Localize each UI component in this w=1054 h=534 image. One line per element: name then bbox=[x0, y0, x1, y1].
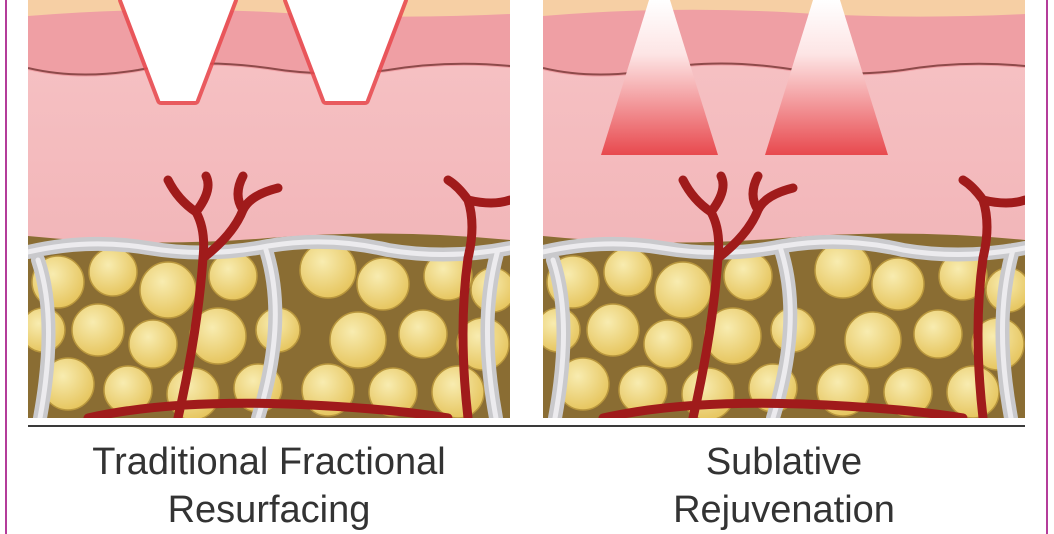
fat-cell bbox=[299, 241, 357, 299]
fat-cell bbox=[139, 261, 197, 319]
panel-sublative bbox=[543, 0, 1025, 418]
fat-cell bbox=[603, 247, 653, 297]
caption-divider bbox=[28, 425, 1025, 427]
caption-line-2: Rejuvenation bbox=[673, 489, 895, 531]
fat-cell bbox=[871, 257, 925, 311]
fat-cell bbox=[88, 247, 138, 297]
caption-sublative: Sublative Rejuvenation bbox=[543, 438, 1025, 534]
fat-cell bbox=[398, 309, 448, 359]
caption-line-1: Traditional Fractional bbox=[92, 441, 446, 483]
panel-traditional-fractional bbox=[28, 0, 510, 418]
blood-vessels bbox=[598, 171, 1025, 418]
fat-cell bbox=[643, 319, 693, 369]
fat-cell bbox=[844, 311, 902, 369]
fat-cell bbox=[586, 303, 640, 357]
fat-cell bbox=[654, 261, 712, 319]
frame-border-left bbox=[5, 0, 7, 534]
skin-cross-section-sublative bbox=[543, 0, 1025, 418]
caption-line-2: Resurfacing bbox=[167, 489, 371, 531]
fat-cell bbox=[946, 365, 1000, 418]
dermal-junction-line bbox=[543, 62, 1025, 76]
sublative-heat-zone-2 bbox=[765, 0, 888, 155]
connective-septa-highlight bbox=[543, 239, 1025, 418]
blood-vessels bbox=[83, 171, 510, 418]
fat-cell bbox=[368, 367, 418, 417]
fat-cell bbox=[356, 257, 410, 311]
fat-cell bbox=[913, 309, 963, 359]
fat-cell bbox=[166, 367, 220, 418]
caption-line-1: Sublative bbox=[705, 441, 863, 483]
fat-cell bbox=[128, 319, 178, 369]
caption-traditional-fractional: Traditional Fractional Resurfacing bbox=[28, 438, 510, 534]
fat-cell bbox=[681, 367, 735, 418]
fat-cell bbox=[71, 303, 125, 357]
frame-border-right bbox=[1046, 0, 1048, 534]
dermal-junction-line bbox=[28, 62, 510, 76]
connective-septa-highlight bbox=[28, 239, 510, 418]
skin-cross-section-traditional bbox=[28, 0, 510, 418]
fat-cell bbox=[883, 367, 933, 417]
sublative-heat-zone-1 bbox=[601, 0, 718, 155]
fat-cell bbox=[431, 365, 485, 418]
ablation-channel-2 bbox=[286, 0, 405, 101]
fat-cell bbox=[329, 311, 387, 369]
fat-cell bbox=[814, 241, 872, 299]
ablation-channel-1 bbox=[121, 0, 235, 101]
